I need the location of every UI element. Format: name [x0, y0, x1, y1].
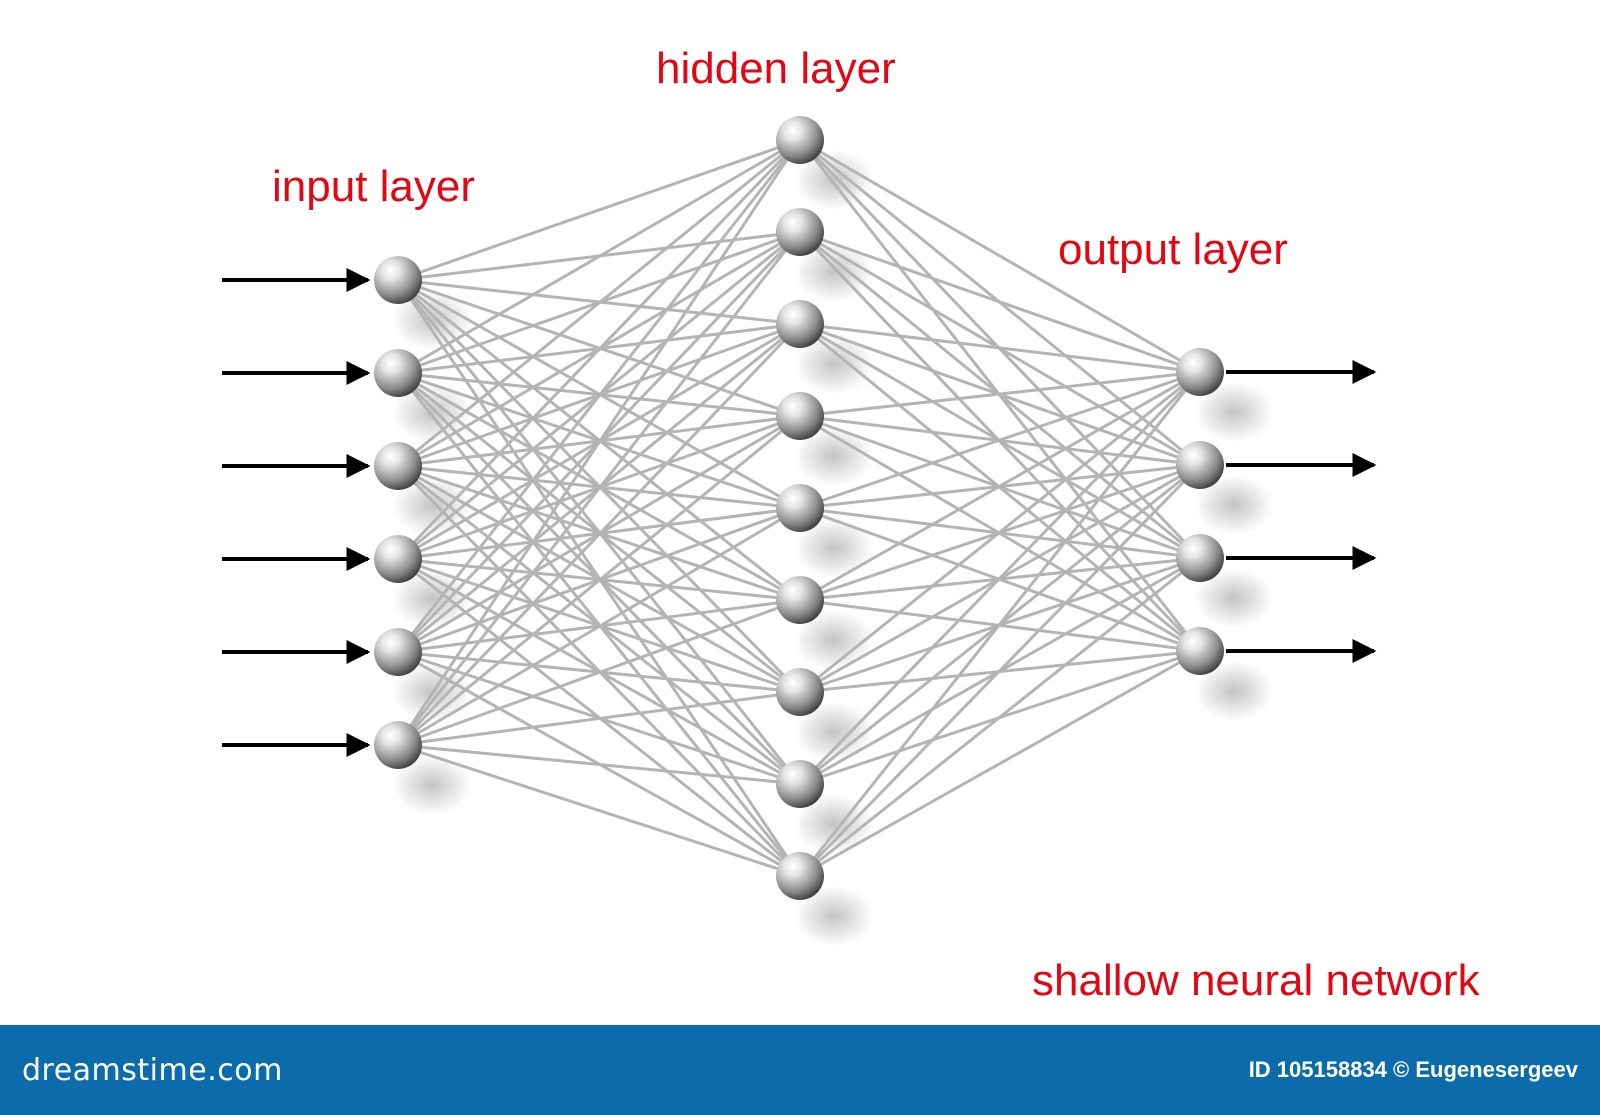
io-arrows: [222, 268, 1377, 757]
hidden-neuron: [776, 116, 824, 164]
connection-edge: [798, 138, 1202, 374]
connection-edge: [798, 370, 1202, 878]
connection-edge: [396, 138, 802, 468]
connection-edge: [798, 370, 1202, 602]
connection-edge: [396, 690, 802, 747]
node-shadow: [794, 426, 874, 486]
input-layer-label: input layer: [272, 162, 476, 211]
node-shadow: [1194, 568, 1274, 628]
output-layer-label: output layer: [1058, 225, 1288, 274]
node-shadow: [392, 755, 472, 815]
connection-edge: [396, 322, 802, 747]
footer-bar: dreamstime.com ID 105158834 © Eugeneserg…: [0, 1025, 1600, 1115]
node-shadow: [794, 610, 874, 670]
input-neuron: [374, 349, 422, 397]
hidden-neuron: [776, 208, 824, 256]
connection-edge: [396, 138, 802, 654]
footer-credit: ID 105158834 © Eugenesergeev: [1248, 1057, 1578, 1082]
node-shadow: [794, 702, 874, 762]
hidden-neuron: [776, 300, 824, 348]
connection-edge: [798, 370, 1202, 786]
node-shadow: [1194, 661, 1274, 721]
output-neuron: [1176, 441, 1224, 489]
connection-edge: [396, 414, 802, 747]
connection-edge: [396, 138, 802, 561]
connection-edge: [798, 322, 1202, 374]
hidden-layer-label: hidden layer: [656, 44, 896, 93]
connection-edge: [798, 649, 1202, 878]
connection-edge: [798, 556, 1202, 878]
input-neuron: [374, 535, 422, 583]
connection-edge: [396, 230, 802, 747]
connection-edge: [396, 138, 802, 282]
node-shadows: [392, 150, 1274, 946]
node-shadow: [794, 518, 874, 578]
input-neuron: [374, 256, 422, 304]
hidden-neuron: [776, 484, 824, 532]
hidden-neuron: [776, 760, 824, 808]
diagram-caption: shallow neural network: [1032, 956, 1480, 1005]
input-neuron: [374, 628, 422, 676]
neurons: [374, 116, 1224, 900]
hidden-neuron: [776, 576, 824, 624]
footer-brand-logo: dreamstime.com: [22, 1052, 283, 1088]
output-neuron: [1176, 534, 1224, 582]
connection-edge: [396, 743, 802, 786]
hidden-neuron: [776, 392, 824, 440]
connection-edge: [798, 370, 1202, 418]
output-neuron: [1176, 627, 1224, 675]
node-shadow: [794, 886, 874, 946]
input-neuron: [374, 721, 422, 769]
hidden-neuron: [776, 852, 824, 900]
connection-edge: [396, 138, 802, 375]
output-neuron: [1176, 348, 1224, 396]
node-shadow: [1194, 475, 1274, 535]
connection-edge: [396, 598, 802, 747]
connection-edge: [396, 138, 802, 747]
connection-edge: [798, 463, 1202, 878]
hidden-neuron: [776, 668, 824, 716]
connections: [396, 138, 1202, 878]
input-neuron: [374, 442, 422, 490]
connection-edge: [396, 743, 802, 878]
connection-edge: [798, 370, 1202, 510]
connection-edge: [798, 230, 1202, 374]
neural-network-diagram: [222, 116, 1377, 946]
node-shadow: [794, 334, 874, 394]
connection-edge: [396, 506, 802, 747]
node-shadow: [1194, 382, 1274, 442]
connection-edge: [798, 370, 1202, 694]
